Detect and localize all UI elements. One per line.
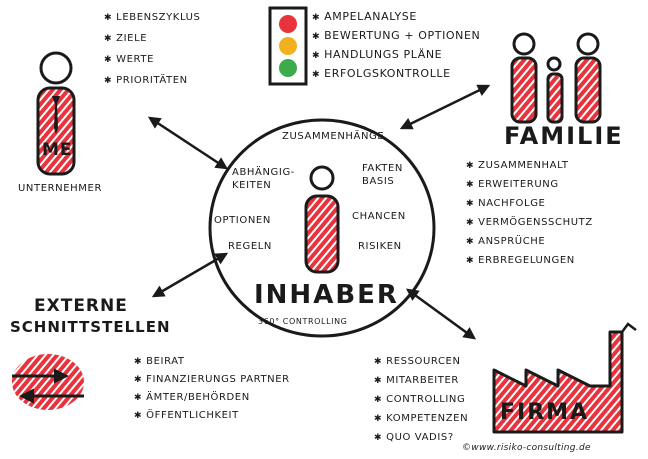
firma-title: FIRMA xyxy=(500,400,590,425)
extern-list: BEIRAT FINANZIERUNGS PARTNER ÄMTER/BEHÖR… xyxy=(134,356,290,428)
arrow-me xyxy=(147,116,229,170)
familie-list: ZUSAMMENHALT ERWEITERUNG NACHFOLGE VERMÖ… xyxy=(466,160,593,274)
list-item: PRIORITÄTEN xyxy=(104,75,201,96)
center-right-1b: BASIS xyxy=(362,176,395,187)
center-top-label: ZUSAMMENHÄNGE xyxy=(282,131,385,142)
list-item: RESSOURCEN xyxy=(374,356,468,375)
center-left-1a: ABHÄNGIG- xyxy=(232,167,295,178)
arrow-firma xyxy=(405,288,477,340)
list-item: BEIRAT xyxy=(134,356,290,374)
me-label: ME xyxy=(42,140,73,160)
me-caption: UNTERNEHMER xyxy=(18,183,102,194)
center-title: INHABER xyxy=(254,280,399,310)
list-item-plain: ERFOLGSKONTROLLE xyxy=(312,67,480,86)
center-right-1a: FAKTEN xyxy=(362,163,403,174)
list-item: LEBENSZYKLUS xyxy=(104,12,201,33)
list-item: ERWEITERUNG xyxy=(466,179,593,198)
list-item: CONTROLLING xyxy=(374,394,468,413)
copyright: ©www.risiko-consulting.de xyxy=(462,443,591,453)
center-left-2: OPTIONEN xyxy=(214,215,271,226)
list-item: VERMÖGENSSCHUTZ xyxy=(466,217,593,236)
center-right-3: RISIKEN xyxy=(358,241,402,252)
list-item: ÄMTER/BEHÖRDEN xyxy=(134,392,290,410)
connector-arrows xyxy=(147,84,491,340)
list-item: WERTE xyxy=(104,54,201,75)
list-item: MITARBEITER xyxy=(374,375,468,394)
list-item-plain: HANDLUNGS PLÄNE xyxy=(312,48,480,67)
person-icon xyxy=(36,51,76,176)
list-item: ERBREGELUNGEN xyxy=(466,255,593,274)
arrow-familie xyxy=(399,84,491,130)
list-item: NACHFOLGE xyxy=(466,198,593,217)
extern-title-2: SCHNITTSTELLEN xyxy=(10,318,171,336)
list-item-plain: AMPELANALYSE xyxy=(312,10,480,29)
me-list: LEBENSZYKLUS ZIELE WERTE PRIORITÄTEN xyxy=(104,12,201,96)
extern-title-1: EXTERNE xyxy=(34,296,128,316)
arrow-extern xyxy=(151,252,229,298)
center-right-2: CHANCEN xyxy=(352,211,406,222)
list-item: ANSPRÜCHE xyxy=(466,236,593,255)
exchange-arrows-icon xyxy=(12,354,84,410)
firma-list: RESSOURCEN MITARBEITER CONTROLLING KOMPE… xyxy=(374,356,468,451)
list-item: QUO VADIS? xyxy=(374,432,468,451)
family-icon xyxy=(510,32,602,124)
center-person-icon xyxy=(304,165,340,274)
list-item-plain: BEWERTUNG + OPTIONEN xyxy=(312,29,480,48)
list-item: FINANZIERUNGS PARTNER xyxy=(134,374,290,392)
center-left-1b: KEITEN xyxy=(232,180,272,191)
list-item: ZUSAMMENHALT xyxy=(466,160,593,179)
center-circle xyxy=(208,118,436,338)
traffic-light-icon xyxy=(268,6,308,86)
list-item: KOMPETENZEN xyxy=(374,413,468,432)
ampel-list: AMPELANALYSE BEWERTUNG + OPTIONEN HANDLU… xyxy=(312,10,480,86)
factory-icon xyxy=(492,322,637,434)
list-item: ÖFFENTLICHKEIT xyxy=(134,410,290,428)
familie-title: FAMILIE xyxy=(504,122,624,150)
center-subtitle: 360° CONTROLLING xyxy=(258,317,348,326)
list-item: ZIELE xyxy=(104,33,201,54)
center-left-3: REGELN xyxy=(228,241,272,252)
